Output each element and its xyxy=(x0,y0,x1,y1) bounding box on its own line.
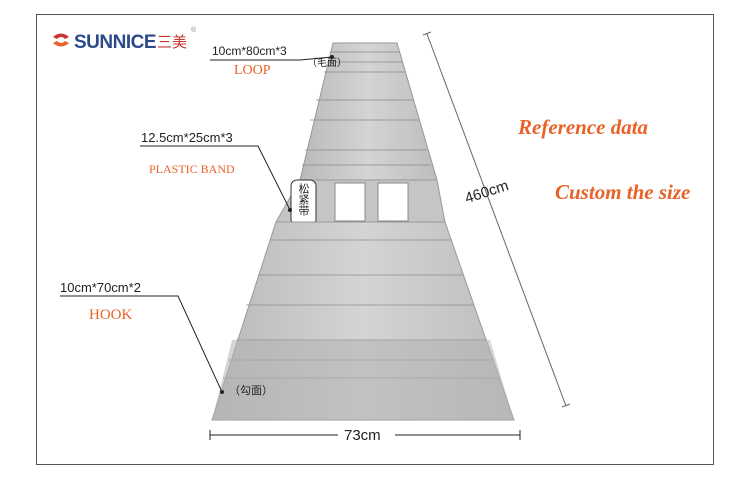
brand-name: SUNNICE xyxy=(74,32,157,53)
loop-marker xyxy=(330,55,334,59)
hook-strip-area xyxy=(212,340,514,420)
length-dimension-line xyxy=(422,31,571,408)
loop-size-label: 10cm*80cm*3 xyxy=(212,44,287,58)
mat-top-strips xyxy=(302,51,431,166)
band-note-label: 松紧带 xyxy=(297,183,309,216)
brand-logo-icon xyxy=(53,33,69,47)
band-gap-right xyxy=(377,182,409,222)
custom-size-note: Custom the size xyxy=(555,180,691,204)
hook-name-label: HOOK xyxy=(89,307,133,323)
hook-size-label: 10cm*70cm*2 xyxy=(60,280,141,295)
band-name-label: PLASTIC BAND xyxy=(149,162,235,176)
loop-note-label: （毛面） xyxy=(307,58,347,69)
band-size-label: 12.5cm*25cm*3 xyxy=(141,130,233,145)
loop-name-label: LOOP xyxy=(234,63,271,78)
hook-note-label: （勾面） xyxy=(229,385,273,397)
reference-data-note: Reference data xyxy=(518,115,649,139)
band-gap-left xyxy=(334,182,366,222)
leader-lines xyxy=(60,56,333,393)
hook-marker xyxy=(220,390,224,394)
trademark-symbol: ® xyxy=(191,27,197,34)
image-frame xyxy=(36,14,714,465)
width-dimension-line xyxy=(209,430,521,440)
brand-chinese-name: 三美 xyxy=(157,33,188,51)
width-dimension-label: 73cm xyxy=(344,427,381,444)
band-marker xyxy=(288,208,292,212)
